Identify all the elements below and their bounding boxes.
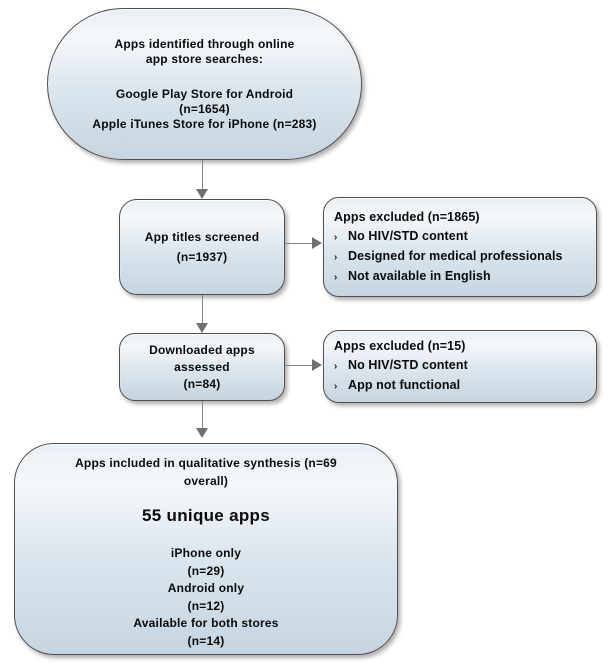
arrow-head-right-icon — [312, 237, 322, 249]
node-excluded-titles: Apps excluded (n=1865) › No HIV/STD cont… — [323, 197, 597, 297]
platform-breakdown: iPhone only (n=29) Android only (n=12) A… — [15, 545, 397, 650]
exclusion-title: Apps excluded (n=1865) — [334, 209, 480, 224]
arrow-down-identified-to-screened — [196, 160, 208, 199]
arrow-down-screened-to-assessed — [196, 295, 208, 333]
chevron-bullet-icon: › — [334, 271, 338, 283]
exclusion-bullet-item: › Not available in English — [334, 267, 588, 287]
exclusion-bullet-text: Designed for medical professionals — [348, 248, 563, 263]
node-titles-screened: App titles screened (n=1937) — [119, 199, 285, 295]
chevron-bullet-icon: › — [334, 361, 338, 372]
breakdown-line: (n=12) — [187, 598, 225, 613]
exclusion-title: Apps excluded (n=15) — [334, 339, 466, 353]
node-text-line: (n=1937) — [176, 250, 228, 264]
node-text-line: (n=84) — [183, 376, 221, 391]
breakdown-line: iPhone only — [170, 546, 242, 560]
exclusion-bullet-item: › App not functional — [334, 376, 588, 396]
exclusion-bullet-text: No HIV/STD content — [348, 228, 468, 243]
breakdown-line: Android only — [167, 581, 245, 595]
chevron-bullet-icon: › — [334, 381, 338, 392]
node-text-line: Apps identified through online — [114, 36, 295, 51]
chevron-bullet-icon: › — [334, 251, 338, 263]
exclusion-bullet-text: App not functional — [348, 378, 461, 392]
arrow-shaft — [201, 401, 203, 429]
breakdown-line: (n=29) — [187, 563, 225, 578]
breakdown-line: (n=14) — [187, 633, 225, 648]
node-text-line: app store searches: — [145, 51, 264, 66]
exclusion-bullet-item: › No HIV/STD content — [334, 227, 588, 247]
unique-apps-count: 55 unique apps — [142, 506, 270, 525]
node-apps-identified: Apps identified through online app store… — [47, 8, 362, 160]
node-text-line: Google Play Store for Android — [115, 86, 294, 101]
breakdown-line: Available for both stores — [133, 616, 279, 630]
arrow-shaft — [285, 242, 313, 244]
exclusion-bullet-item: › No HIV/STD content — [334, 356, 588, 376]
arrow-head-down-icon — [196, 428, 208, 438]
arrow-right-screened-to-excluded — [285, 237, 322, 249]
node-text-line: Apple iTunes Store for iPhone (n=283) — [92, 116, 317, 131]
arrow-shaft — [201, 160, 203, 190]
node-text-line: overall) — [183, 473, 229, 488]
node-apps-assessed: Downloaded apps assessed (n=84) — [119, 333, 285, 401]
exclusion-bullet-text: No HIV/STD content — [348, 358, 468, 372]
arrow-shaft — [201, 295, 203, 324]
arrow-head-down-icon — [196, 323, 208, 333]
arrow-right-assessed-to-excluded — [285, 359, 322, 371]
exclusion-bullet-text: Not available in English — [348, 268, 491, 283]
chevron-bullet-icon: › — [334, 231, 338, 243]
exclusion-bullet-item: › Designed for medical professionals — [334, 247, 588, 267]
arrow-head-right-icon — [312, 359, 322, 371]
arrow-shaft — [285, 364, 313, 366]
node-text-line: assessed — [174, 359, 230, 374]
arrow-down-assessed-to-included — [196, 401, 208, 438]
node-excluded-assessed: Apps excluded (n=15) › No HIV/STD conten… — [323, 330, 597, 403]
arrow-head-down-icon — [196, 189, 208, 199]
node-text-line: (n=1654) — [179, 101, 230, 116]
node-text-line: Downloaded apps — [149, 342, 255, 357]
node-text-line: App titles screened — [144, 230, 260, 244]
node-text-line: Apps included in qualitative synthesis (… — [75, 456, 337, 470]
node-apps-included: Apps included in qualitative synthesis (… — [14, 443, 398, 655]
